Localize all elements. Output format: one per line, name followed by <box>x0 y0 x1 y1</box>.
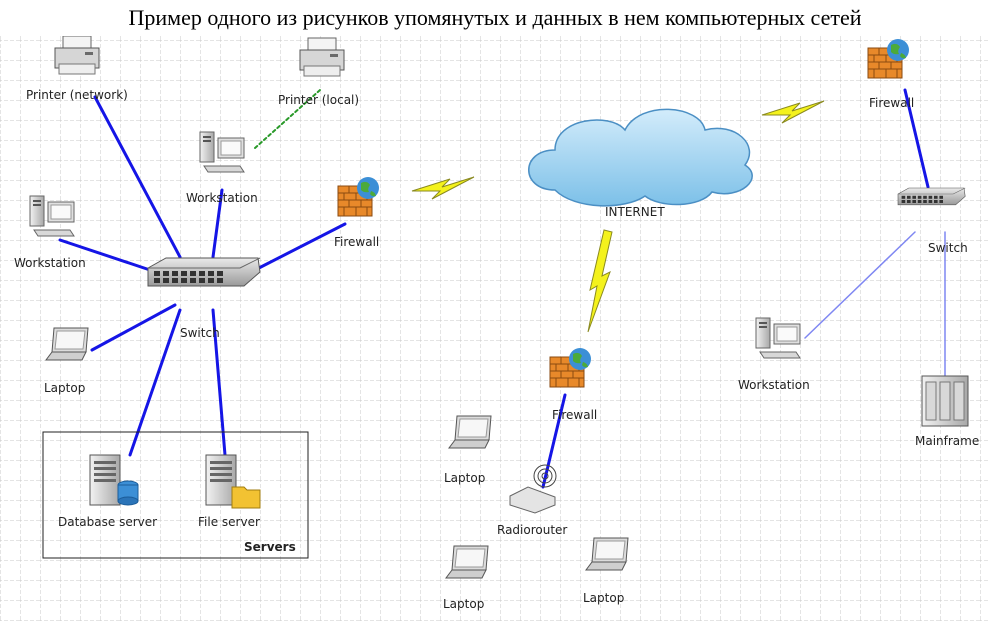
label-firewall-left: Firewall <box>334 235 379 249</box>
label-mainframe: Mainframe <box>915 434 979 448</box>
label-workstation-top: Workstation <box>186 191 258 205</box>
label-laptop-b2: Laptop <box>443 597 484 611</box>
label-workstation-right: Workstation <box>738 378 810 392</box>
label-servers-group: Servers <box>244 540 296 554</box>
link-firewall-bottom-radiorouter <box>541 393 567 489</box>
radiorouter-icon[interactable] <box>509 464 557 514</box>
label-database-server: Database server <box>58 515 157 529</box>
workstation-left-icon[interactable] <box>29 195 75 237</box>
switch-main-icon[interactable] <box>147 257 261 287</box>
mainframe-icon[interactable] <box>921 375 969 427</box>
workstation-right-icon[interactable] <box>755 317 801 359</box>
network-diagram: INTERNET Printer (network) Printer (loca… <box>0 36 990 621</box>
link-firewall-right-switch <box>903 88 930 189</box>
servers-group-box <box>42 431 309 559</box>
label-firewall-right: Firewall <box>869 96 914 110</box>
internet-cloud[interactable] <box>528 108 753 207</box>
label-switch-right: Switch <box>928 241 968 255</box>
label-firewall-bottom: Firewall <box>552 408 597 422</box>
label-file-server: File server <box>198 515 260 529</box>
link-printer-switch <box>93 95 182 259</box>
label-internet: INTERNET <box>605 205 665 219</box>
link-laptop-switch <box>90 303 177 352</box>
database-server-icon[interactable] <box>89 454 139 506</box>
link-firewall-switch <box>253 222 347 272</box>
link-printer-local <box>254 89 321 149</box>
label-workstation-left: Workstation <box>14 256 86 270</box>
caption: Пример одного из рисунков упомянутых и д… <box>128 5 862 30</box>
label-laptop-b3: Laptop <box>583 591 624 605</box>
lightning-bottom <box>587 229 613 333</box>
link-fileserver-switch <box>211 308 227 457</box>
grid-background <box>0 36 990 621</box>
label-radiorouter: Radiorouter <box>497 523 567 537</box>
file-server-icon[interactable] <box>205 454 261 509</box>
connections <box>58 88 946 489</box>
label-laptop-left: Laptop <box>44 381 85 395</box>
label-switch-main: Switch <box>180 326 220 340</box>
link-switch-workstation-right <box>804 231 916 339</box>
link-workstation-left-switch <box>58 238 152 272</box>
switch-right-icon[interactable] <box>897 187 966 206</box>
link-workstation-top-switch <box>211 188 224 259</box>
label-printer-network: Printer (network) <box>26 88 128 102</box>
workstation-top-icon[interactable] <box>199 131 245 173</box>
label-laptop-b1: Laptop <box>444 471 485 485</box>
link-database-switch <box>128 308 182 457</box>
label-printer-local: Printer (local) <box>278 93 359 107</box>
